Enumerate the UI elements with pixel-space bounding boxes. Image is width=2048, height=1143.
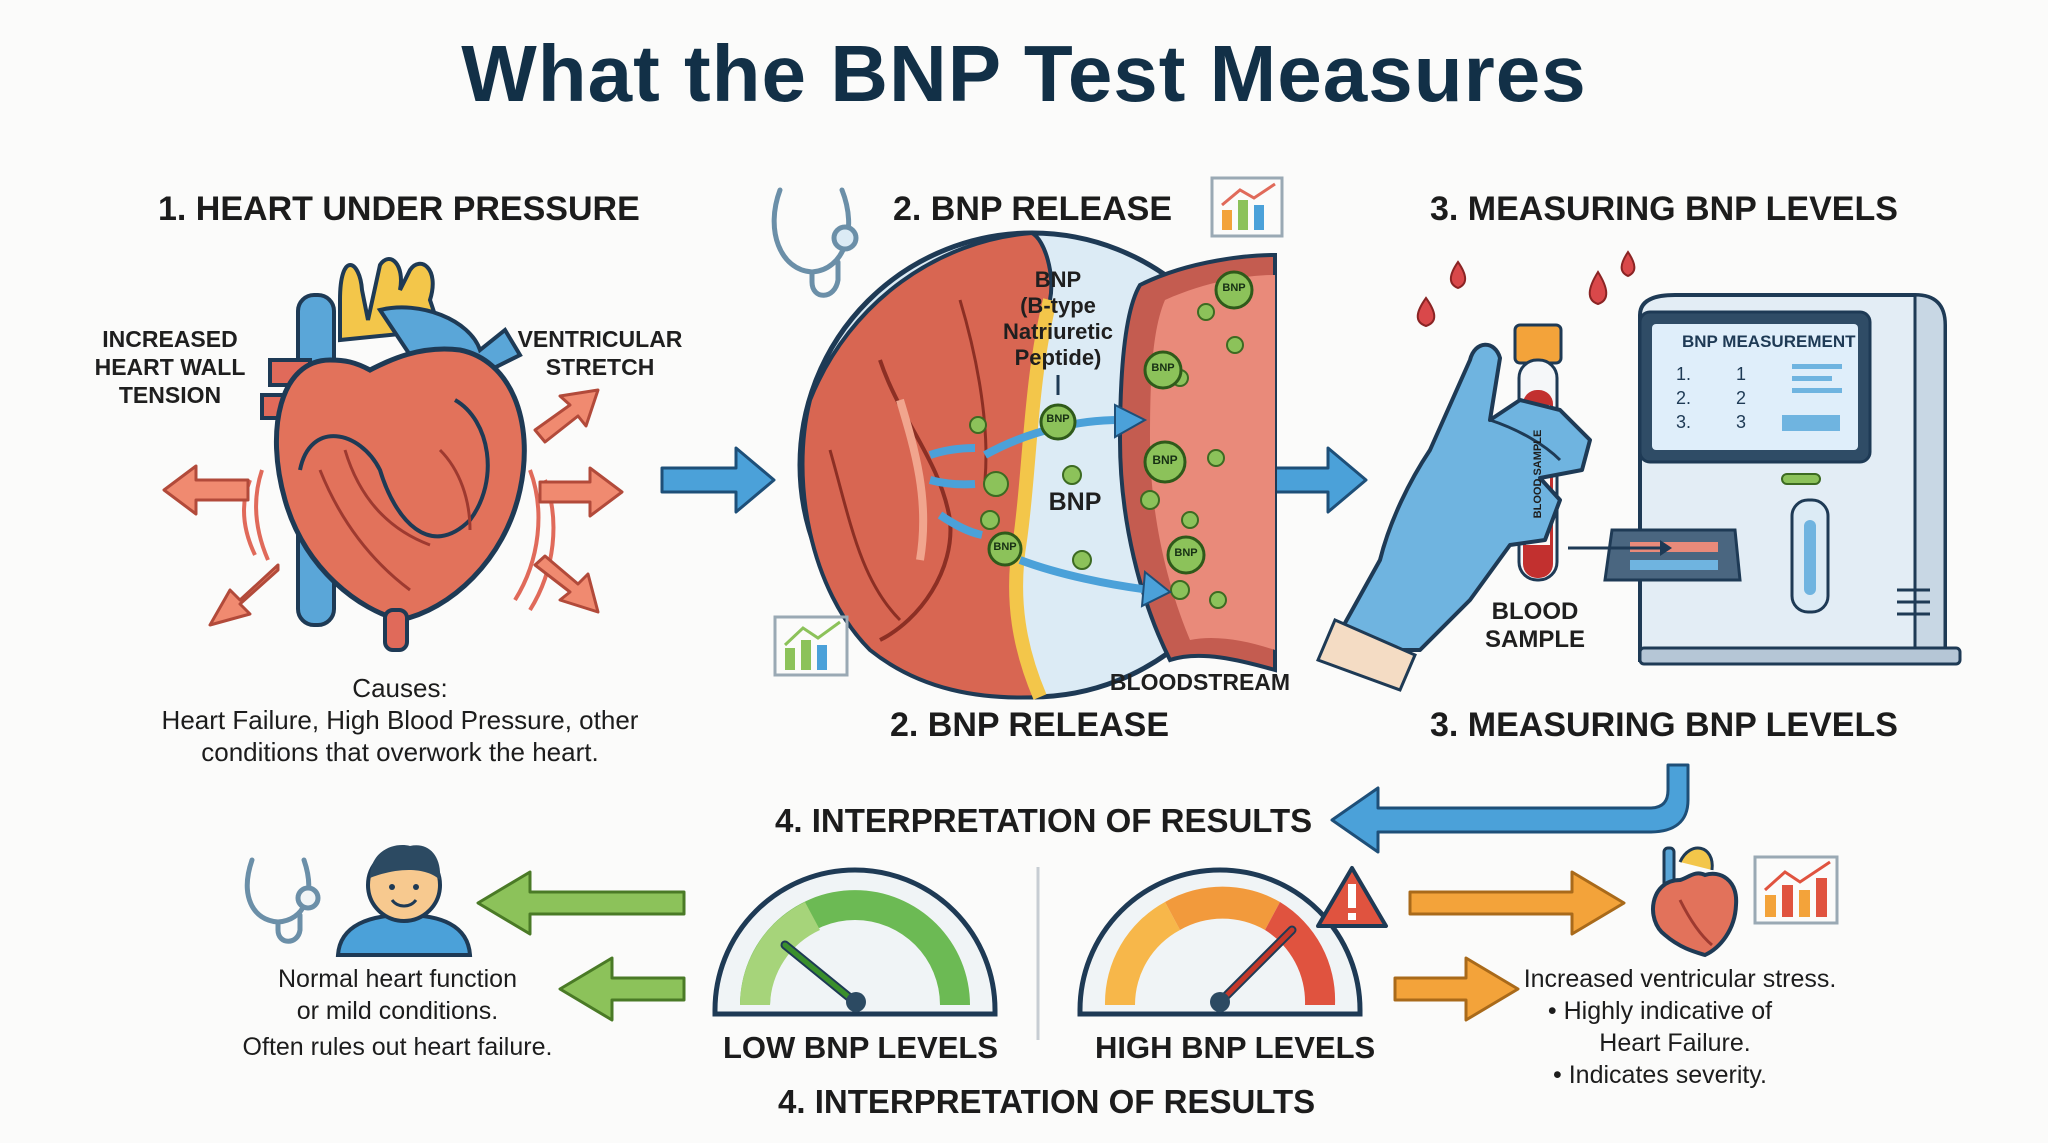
- high-desc-line-3: Heart Failure.: [1599, 1029, 1751, 1057]
- high-result-arrows: [1393, 870, 1626, 1022]
- section3-caption: 3. MEASURING BNP LEVELS: [1430, 706, 1898, 744]
- particle-label: BNP: [1046, 413, 1070, 425]
- gloved-hand: [1316, 342, 1592, 692]
- low-bnp-label: LOW BNP LEVELS: [723, 1030, 999, 1065]
- causes-title: Causes:: [352, 673, 448, 703]
- screen-row-val: 1: [1736, 364, 1747, 384]
- bnp-definition-line-1: BNP: [1034, 267, 1082, 292]
- pointer-head: [1660, 540, 1672, 556]
- high-bnp-label: HIGH BNP LEVELS: [1095, 1030, 1376, 1065]
- bnp-definition-line-3: Natriuretic: [1002, 319, 1114, 344]
- stethoscope-icon-bottom: [244, 857, 321, 944]
- chart-icon-left: [773, 615, 849, 677]
- screen-row-val: 3: [1736, 412, 1747, 432]
- particle-label: BNP: [1151, 362, 1175, 374]
- low-bnp-gauge: [712, 867, 998, 1017]
- analyzer-machine: [1603, 293, 1962, 666]
- screen-row-num: 3.: [1676, 412, 1692, 432]
- low-desc-line-1: Normal heart function: [277, 965, 517, 993]
- section3-heading: 3. MEASURING BNP LEVELS: [1430, 190, 1898, 228]
- low-desc-line-2: or mild conditions.: [296, 997, 499, 1025]
- high-desc-line-1: Increased ventricular stress.: [1523, 965, 1837, 993]
- section2-heading: 2. BNP RELEASE: [893, 190, 1173, 228]
- blood-drops: [1416, 250, 1636, 328]
- low-result-arrows: [476, 870, 686, 1022]
- blood-sample-line-2: SAMPLE: [1484, 626, 1585, 653]
- page-title: What the BNP Test Measures: [461, 29, 1587, 118]
- person-icon: [335, 845, 473, 957]
- heart-icon: [1651, 846, 1739, 958]
- screen-row-num: 2.: [1676, 388, 1692, 408]
- bnp-definition-line-2: (B-type: [1020, 293, 1096, 318]
- chart-icon-top: [1210, 176, 1284, 238]
- low-desc-line-3: Often rules out heart failure.: [242, 1033, 553, 1061]
- ventricular-stretch-label: VENTRICULAR STRETCH: [517, 326, 683, 380]
- bnp-definition-line-4: Peptide): [1014, 345, 1102, 370]
- bnp-label: BNP: [1048, 488, 1102, 516]
- particle-label: BNP: [993, 541, 1017, 553]
- screen-title: BNP MEASUREMENT: [1682, 332, 1856, 351]
- tube-label: BLOOD SAMPLE: [1532, 429, 1544, 519]
- flow-arrows: [660, 446, 1690, 854]
- stretch-arrows: [162, 388, 624, 627]
- high-desc-line-4: • Indicates severity.: [1553, 1061, 1767, 1089]
- section1-heading: 1. HEART UNDER PRESSURE: [158, 190, 640, 228]
- section2-caption: 2. BNP RELEASE: [890, 706, 1170, 744]
- screen-row-num: 1.: [1676, 364, 1692, 384]
- bloodstream-label: BLOODSTREAM: [1109, 669, 1291, 695]
- particle-label: BNP: [1152, 453, 1178, 467]
- particle-label: BNP: [1222, 282, 1246, 294]
- warning-icon: [1316, 866, 1388, 928]
- bnp-particles: [987, 270, 1254, 575]
- high-bnp-gauge: [1077, 867, 1363, 1017]
- causes-line-1: Heart Failure, High Blood Pressure, othe…: [161, 705, 639, 735]
- wall-tension-label: INCREASED HEART WALL TENSION: [94, 326, 246, 408]
- particle-label: BNP: [1174, 547, 1198, 559]
- blood-sample-line-1: BLOOD: [1491, 598, 1579, 625]
- heart-illustration: [242, 257, 556, 652]
- section4-caption: 4. INTERPRETATION OF RESULTS: [778, 1083, 1316, 1120]
- section4-heading: 4. INTERPRETATION OF RESULTS: [775, 802, 1313, 839]
- screen-row-val: 2: [1736, 388, 1747, 408]
- high-desc-line-2: • Highly indicative of: [1547, 997, 1773, 1025]
- chart-icon-bottom: [1753, 855, 1839, 925]
- bnp-release-illustration: [797, 230, 1277, 700]
- stethoscope-icon-top: [771, 187, 859, 298]
- causes-line-2: conditions that overwork the heart.: [201, 737, 599, 767]
